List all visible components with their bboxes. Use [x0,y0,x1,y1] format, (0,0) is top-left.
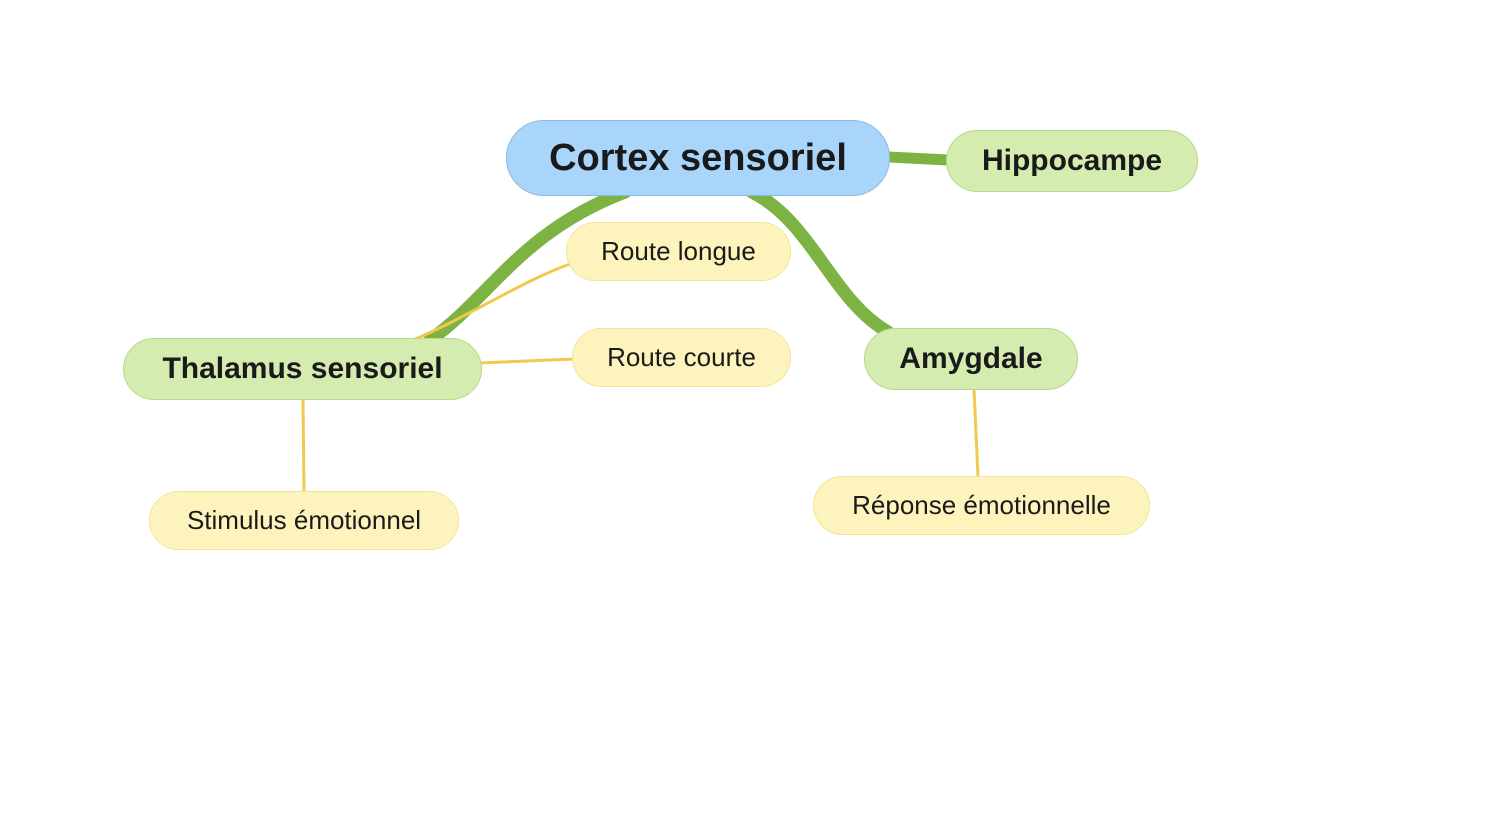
node-thalamus-sensoriel[interactable]: Thalamus sensoriel [123,338,482,400]
connector-layer [301,151,980,494]
connector-thalamus-route-longue [411,262,572,342]
node-hippocampe[interactable]: Hippocampe [946,130,1198,192]
node-reponse-emotionnelle[interactable]: Réponse émotionnelle [813,476,1150,535]
connector-thalamus-route-courte [478,357,576,365]
connector-root-amygdale [745,185,895,339]
node-amygdale[interactable]: Amygdale [864,328,1078,390]
connector-root-hippocampe [882,151,954,166]
connector-thalamus-stimulus [301,397,306,494]
node-cortex-sensoriel[interactable]: Cortex sensoriel [506,120,890,196]
node-route-courte[interactable]: Route courte [572,328,791,387]
node-stimulus-emotionnel[interactable]: Stimulus émotionnel [149,491,459,550]
node-route-longue[interactable]: Route longue [566,222,791,281]
connector-amygdale-reponse [972,387,980,479]
